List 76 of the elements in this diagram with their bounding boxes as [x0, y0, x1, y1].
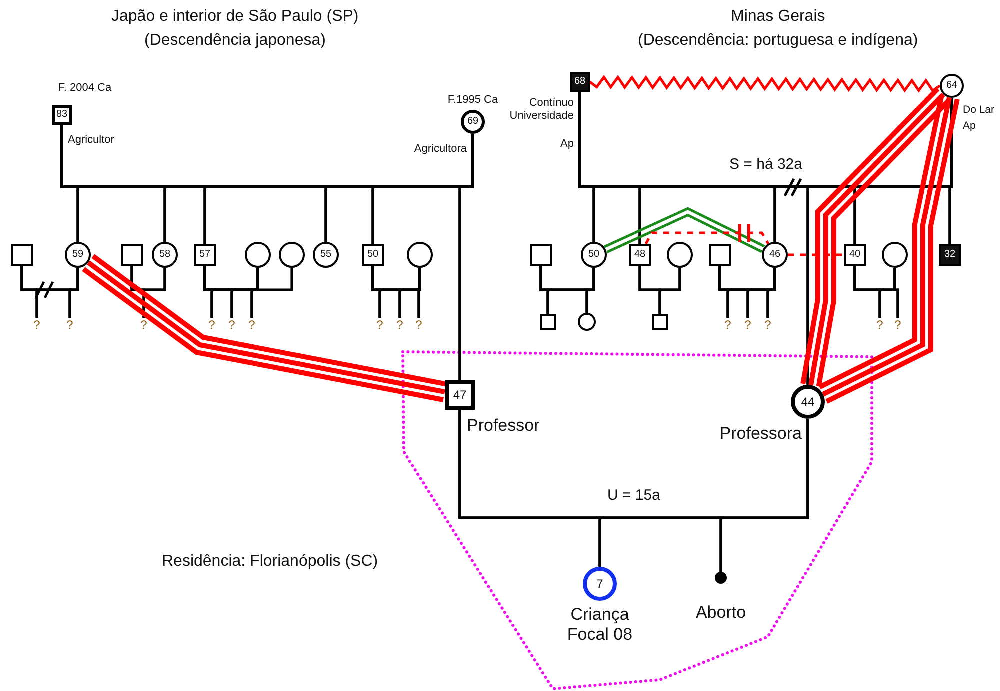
family-line — [766, 268, 776, 318]
family-line — [586, 268, 596, 313]
family-line — [418, 268, 422, 318]
unknown-child-mark: ? — [375, 318, 385, 332]
male-symbol — [709, 244, 731, 266]
unknown-child-mark: ? — [893, 318, 903, 332]
female-symbol: 44 — [791, 385, 825, 419]
occupation-label: Do Lar — [963, 104, 996, 116]
occupation-label: Professora — [718, 424, 802, 444]
unknown-child-mark: ? — [32, 318, 42, 332]
female-symbol: 55 — [313, 242, 339, 268]
unknown-child-mark: ? — [875, 318, 885, 332]
male-symbol: 40 — [844, 244, 866, 266]
unknown-child-mark: ? — [227, 318, 237, 332]
family-line — [720, 419, 810, 572]
male-symbol: 32 — [939, 244, 961, 266]
male-symbol: 47 — [445, 380, 475, 410]
female-symbol — [578, 313, 596, 331]
male-symbol — [11, 244, 33, 266]
female-symbol: 59 — [65, 242, 91, 268]
relationship-line — [788, 254, 844, 256]
person-label: Criança Focal 08 — [566, 605, 634, 644]
male-symbol — [121, 244, 143, 266]
unknown-child-mark: ? — [763, 318, 773, 332]
female-symbol: 64 — [940, 74, 964, 98]
relationship-line — [817, 94, 960, 404]
unknown-child-mark: ? — [723, 318, 733, 332]
unknown-child-mark: ? — [65, 318, 75, 332]
female-symbol — [882, 242, 908, 268]
family-line — [658, 268, 682, 314]
male-symbol — [540, 314, 556, 330]
female-symbol: 69 — [461, 110, 485, 134]
unknown-child-mark: ? — [743, 318, 753, 332]
death-note: F.1995 Ca — [446, 94, 500, 107]
region-subheading: (Descendência: portuguesa e indígena) — [638, 32, 918, 50]
person-label: Aborto — [694, 603, 748, 623]
relationship-line — [589, 75, 941, 93]
relationship-line — [603, 207, 766, 254]
relationship-line — [644, 232, 770, 245]
female-symbol — [667, 242, 693, 268]
female-symbol — [407, 242, 433, 268]
male-symbol: 50 — [362, 244, 384, 266]
occupation-label: Agricultor — [68, 134, 116, 147]
male-symbol: 48 — [629, 244, 651, 266]
unknown-child-mark: ? — [395, 318, 405, 332]
family-line — [894, 268, 900, 318]
female-symbol: 46 — [762, 242, 788, 268]
region-subheading: (Descendência japonesa) — [144, 32, 326, 50]
family-line — [458, 134, 474, 380]
unknown-child-mark: ? — [247, 318, 257, 332]
male-symbol: 83 — [52, 105, 72, 125]
region-heading: Minas Gerais — [731, 8, 826, 26]
status-label: Ap — [963, 120, 977, 132]
male-symbol — [652, 314, 668, 330]
female-symbol: 58 — [152, 242, 178, 268]
family-line — [142, 268, 166, 318]
unknown-child-mark: ? — [414, 318, 424, 332]
status-label: Ap — [560, 138, 574, 151]
female-symbol: 7 — [583, 567, 617, 601]
female-symbol — [245, 242, 271, 268]
residence-note: Residência: Florianópolis (SC) — [162, 553, 378, 572]
region-heading: Japão e interior de São Paulo (SP) — [112, 8, 359, 26]
occupation-label: Professor — [467, 416, 541, 436]
unknown-child-mark: ? — [207, 318, 217, 332]
female-symbol: 50 — [581, 242, 607, 268]
family-line — [68, 268, 80, 318]
male-symbol — [530, 244, 552, 266]
family-line — [250, 268, 260, 318]
unknown-child-mark: ? — [139, 318, 149, 332]
female-symbol — [279, 242, 305, 268]
occupation-label: Contínuo Universidade — [508, 97, 574, 122]
male-symbol: 57 — [194, 244, 216, 266]
male-symbol: 68 — [570, 72, 590, 92]
occupation-label: Agricultora — [413, 143, 467, 156]
abortion-dot — [715, 572, 727, 584]
death-note: F. 2004 Ca — [57, 82, 113, 95]
